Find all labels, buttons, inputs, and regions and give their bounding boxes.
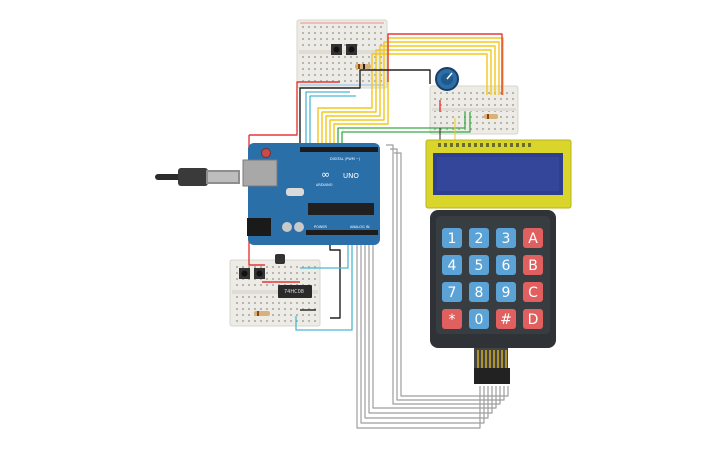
arduino-brand-text: ARDUINO [316,183,333,187]
lcd-pin [468,143,471,147]
lcd-pin [504,143,507,147]
keypad-key-label: A [528,231,538,247]
keypad-key-label: 4 [448,258,457,274]
push-button-top-left[interactable] [331,44,342,55]
keypad-key[interactable] [442,228,462,248]
lcd-pin [438,143,441,147]
and-gate-ic: 74HC08 [278,285,312,298]
lcd-pin [450,143,453,147]
capacitor-bottom [275,254,285,264]
keypad-key-label: 0 [475,312,484,328]
keypad-key-label: 1 [448,231,457,247]
push-button-top-right[interactable] [346,44,357,55]
lcd-pin [474,143,477,147]
lcd-pin [480,143,483,147]
lcd-pin [462,143,465,147]
lcd-pin [522,143,525,147]
ic-chip-label: 74HC08 [284,289,304,295]
keypad-4x4: 1 2 3 A 4 5 6 B 7 8 9 C * 0 # D [430,210,556,384]
lcd-pin [456,143,459,147]
lcd-pin [498,143,501,147]
keypad-key[interactable] [442,309,462,329]
keypad-key[interactable] [496,282,516,302]
keypad-key[interactable] [469,228,489,248]
keypad-key-label: 9 [502,285,511,301]
keypad-key-label: # [500,312,512,328]
lcd-display [425,139,572,209]
keypad-key-label: 2 [475,231,484,247]
keypad-key[interactable] [469,282,489,302]
keypad-key[interactable] [442,255,462,275]
keypad-key-label: 7 [448,285,457,301]
keypad-key[interactable] [442,282,462,302]
keypad-keys: 1 2 3 A 4 5 6 B 7 8 9 C * 0 # D [442,228,543,329]
breadboard-right [429,85,519,135]
analog-pins-header: ANALOG IN [350,225,370,229]
keypad-key[interactable] [523,309,543,329]
keypad-key[interactable] [523,282,543,302]
lcd-pin [492,143,495,147]
lcd-pin [444,143,447,147]
power-pins-header: POWER [314,225,328,229]
lcd-pin [516,143,519,147]
usb-cable [155,168,240,186]
keypad-key[interactable] [523,255,543,275]
keypad-key[interactable] [496,309,516,329]
keypad-key-label: 6 [502,258,511,274]
keypad-key-label: C [528,285,538,301]
arduino-uno-board: ∞ UNO ARDUINO DIGITAL (PWM ~) POWER ANAL… [242,143,380,245]
keypad-key-label: 8 [475,285,484,301]
arduino-logo-text: UNO [343,172,359,180]
svg-text:∞: ∞ [321,168,330,181]
reset-button[interactable] [261,148,271,158]
keypad-key[interactable] [496,228,516,248]
lcd-pin [486,143,489,147]
keypad-key[interactable] [469,255,489,275]
keypad-key-label: B [528,258,538,274]
resistor-top [355,64,371,69]
keypad-key[interactable] [496,255,516,275]
keypad-key-label: * [449,312,456,328]
lcd-pin [510,143,513,147]
keypad-key-label: 3 [502,231,511,247]
lcd-pin [528,143,531,147]
keypad-key-label: 5 [475,258,484,274]
keypad-key[interactable] [469,309,489,329]
digital-pins-header: DIGITAL (PWM ~) [330,157,361,161]
keypad-key[interactable] [523,228,543,248]
resistor-bottom [254,311,270,316]
push-button-bottom-left[interactable] [239,268,250,279]
resistor-right [484,114,498,119]
wires [248,33,509,429]
keypad-ribbon [477,350,507,368]
push-button-bottom-right[interactable] [254,268,265,279]
lcd-header-pins [438,143,531,147]
potentiometer[interactable] [435,67,459,91]
keypad-connector [474,368,510,384]
keypad-key-label: D [528,312,539,328]
